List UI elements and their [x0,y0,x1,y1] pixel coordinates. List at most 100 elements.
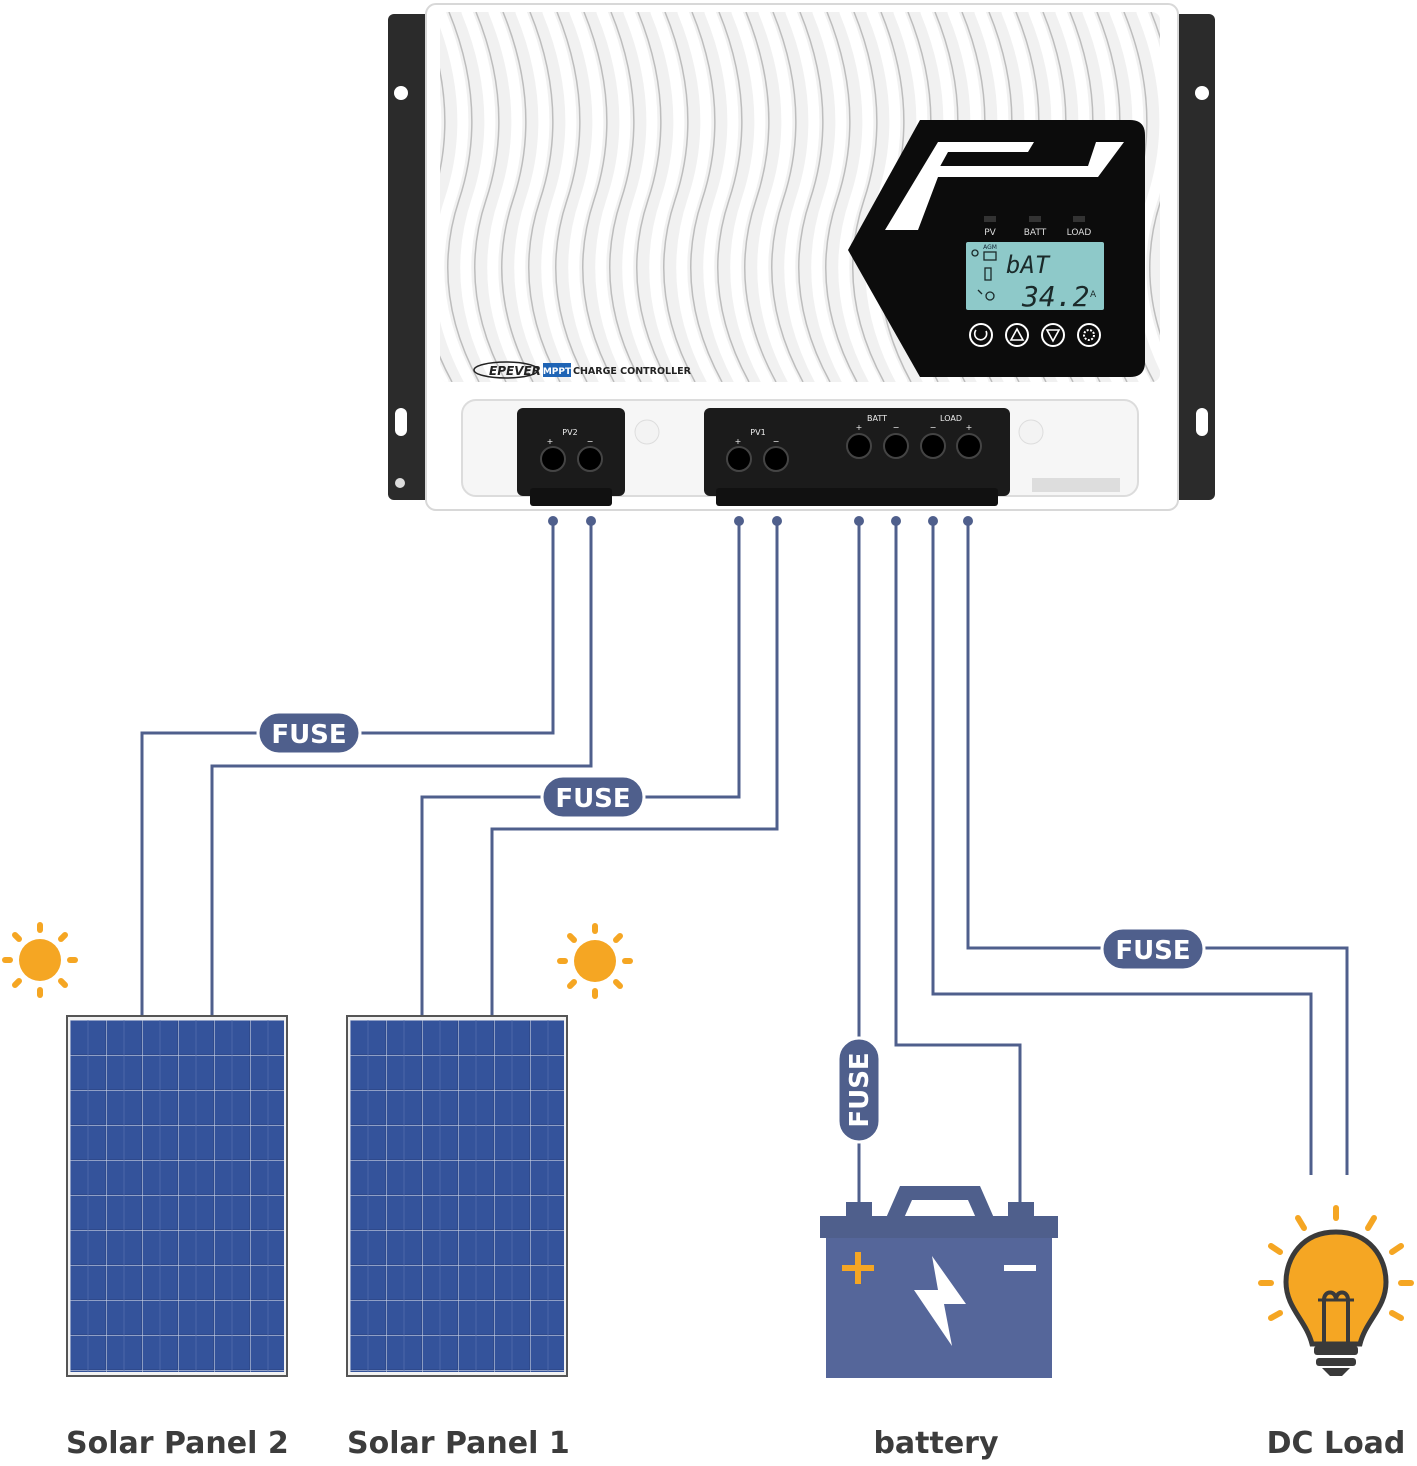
heat-sink-fin [784,12,827,382]
heat-sink-fin [568,12,611,382]
heat-sink-fin [703,12,746,382]
heat-sink-fin-shadow [501,12,534,382]
load-positive-wire [966,521,1349,1175]
solar-panel-2 [66,1015,288,1377]
up-icon [1009,327,1025,341]
svg-text:−: − [587,437,594,446]
heat-sink-fin-shadow [1258,12,1289,382]
batt-negative-terminal [883,433,909,459]
settings-button[interactable] [1077,323,1101,347]
heat-sink-fin [277,12,308,382]
mppt-badge: MPPT [543,367,572,377]
settings-icon [1083,329,1095,341]
heat-sink-fin [487,12,530,382]
heat-sink-fin [676,12,719,382]
pv2-negative-wire [210,521,593,1018]
sun-icon [2,922,78,998]
fuse-pv2-label: FUSE [271,720,346,750]
svg-text:+: + [856,423,863,432]
indicator-pv: PV [984,228,996,238]
caption-dc-load: DC Load [1266,1426,1406,1461]
heat-sink-fin-shadow [474,12,507,382]
heat-sink-fin [440,12,476,382]
heat-sink-fin-shadow [447,12,480,382]
heat-sink-fin-shadow [609,12,642,382]
caption-solar-panel-2: Solar Panel 2 [66,1426,289,1461]
heat-sink-fin [730,12,773,382]
heat-sink-fin-shadow [744,12,777,382]
charge-controller: PV BATT LOAD AGM bAT 34.2 A [277,3,1307,511]
heat-sink-fin-shadow [690,12,723,382]
heat-sink-fin [838,12,881,382]
svg-text:+: + [966,423,973,432]
heat-sink-fin [1249,12,1280,382]
batt-positive-terminal [846,433,872,459]
heat-sink-fin-shadow [1231,12,1262,382]
plus-icon [842,1252,874,1284]
caption-battery: battery [873,1426,999,1461]
lcd-line1: bAT [1006,251,1051,279]
pv1-positive-terminal [726,446,752,472]
heat-sink-fin [1135,12,1160,382]
heat-sink-fin [622,12,665,382]
fuse-pv2: FUSE [256,710,362,756]
down-button[interactable] [1041,323,1065,347]
svg-text:−: − [773,437,780,446]
battery-negative-wire [894,521,1022,1203]
lcd-screen [966,242,1104,310]
return-button[interactable] [969,323,993,347]
heat-sink-fin [514,12,557,382]
heat-sink-fin-shadow [852,12,885,382]
heat-sink-fin-shadow [286,12,317,382]
heat-sink-fin-shadow [340,12,371,382]
heat-sink-fin-shadow [582,12,615,382]
pv2-positive-terminal [540,446,566,472]
pv2-terminal-block: PV2 + − [517,408,625,506]
solar-panel-1 [346,1015,568,1377]
load-negative-terminal [920,433,946,459]
heat-sink-fin-shadow [313,12,344,382]
heat-sink-fin [1276,12,1307,382]
pv2-negative-terminal [577,446,603,472]
heat-sink-fin [358,12,389,382]
load-port-label: LOAD [940,414,962,423]
up-button[interactable] [1005,323,1029,347]
pv2-port-label: PV2 [562,428,577,437]
heat-sink-fin [460,12,503,382]
sun-icon [557,923,633,999]
battery-icon [820,1186,1058,1378]
heat-sink-fin-shadow [663,12,696,382]
heat-sink-fin [757,12,800,382]
lightning-icon [914,1256,966,1346]
pv1-negative-terminal [763,446,789,472]
svg-text:−: − [930,423,937,432]
fuse-battery-label: FUSE [845,1052,875,1127]
caption-solar-panel-1: Solar Panel 1 [347,1426,570,1461]
heat-sink-fin [595,12,638,382]
heat-sink-fin [541,12,584,382]
light-bulb-icon [1258,1205,1414,1376]
brand-logo: EPEVER [489,364,541,378]
lcd-status-icons [971,249,997,301]
heat-sink-fin-shadow [717,12,750,382]
heat-sink-fin [304,12,335,382]
heat-sink-fin-shadow [825,12,858,382]
fuse-pv1: FUSE [540,774,646,820]
load-negative-wire [931,521,1313,1175]
pv1-positive-wire [420,521,741,1018]
battery-type-label: AGM [983,244,997,251]
lcd-unit: A [1090,290,1097,300]
batt-port-label: BATT [867,414,887,423]
heat-sink-fin-shadow [528,12,561,382]
pv1-port-label: PV1 [750,428,765,437]
brand-strip: EPEVER MPPT CHARGE CONTROLLER [473,361,692,379]
pv1-negative-wire [490,521,779,1018]
heat-sink-fin [1222,12,1253,382]
heat-sink-fin-shadow [1149,12,1160,382]
down-icon [1045,329,1061,343]
fuse-load: FUSE [1100,926,1206,972]
main-terminal-block: PV1 BATT LOAD + − + − − + [704,408,1010,506]
wiring [140,521,1349,1203]
heat-sink-fin [811,12,854,382]
